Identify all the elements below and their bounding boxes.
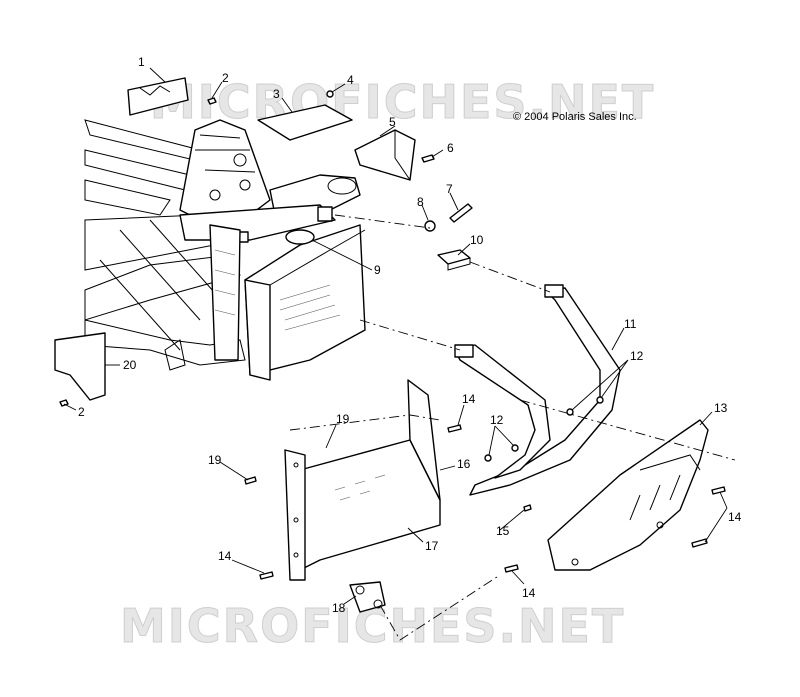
callout-14c: 14	[522, 586, 536, 600]
callout-4: 4	[347, 73, 354, 87]
callout-10: 10	[470, 233, 484, 247]
callout-20: 20	[123, 358, 137, 372]
callout-13: 13	[714, 401, 728, 415]
part-7-bolt	[449, 203, 473, 223]
callout-14a: 14	[462, 392, 476, 406]
callout-9: 9	[374, 263, 381, 277]
callout-7: 7	[446, 182, 453, 196]
part-1-panel	[127, 77, 189, 116]
callout-11: 11	[624, 317, 637, 331]
part-11-bumper	[454, 284, 621, 496]
part-14-screw-d	[691, 538, 708, 548]
callout-labels: 1 2 3 4 5 6 7 8 9 10 11 12 12 13 14 14 1…	[78, 55, 742, 615]
part-19-fastener	[244, 476, 257, 485]
radiator-assembly	[244, 224, 366, 381]
callout-14d: 14	[728, 510, 742, 524]
part-8-nut	[424, 220, 436, 232]
part-6-pin	[421, 154, 435, 163]
part-17-lower-shield	[284, 379, 441, 581]
assembly-lines	[289, 214, 736, 641]
callout-15: 15	[496, 524, 510, 538]
part-15-bolt	[523, 504, 532, 512]
part-12-washer-a	[484, 454, 492, 462]
callout-19a: 19	[336, 412, 350, 426]
part-2-rivet	[207, 97, 217, 105]
part-10-clamp	[437, 249, 471, 265]
callout-17: 17	[425, 539, 439, 553]
copyright-text: © 2004 Polaris Sales Inc.	[513, 111, 637, 123]
part-13-skid-plate	[547, 419, 709, 571]
callout-18: 18	[332, 601, 346, 615]
leader-lines	[63, 67, 728, 605]
callout-8: 8	[417, 195, 424, 209]
callout-2: 2	[222, 71, 229, 85]
part-4-screw	[326, 90, 334, 98]
part-12-washer-b	[511, 444, 519, 452]
callout-12a: 12	[630, 349, 644, 363]
part-18-link	[349, 581, 386, 613]
watermark-top: MICROFICHES.NET	[150, 75, 655, 129]
callout-19b: 19	[208, 453, 222, 467]
part-3-sheet	[257, 104, 353, 141]
part-20-side-panel	[54, 332, 106, 401]
callout-12b: 12	[490, 413, 504, 427]
chassis-frame	[84, 119, 361, 371]
part-14-screw-a	[447, 424, 462, 433]
part-5-bracket	[354, 129, 416, 181]
callout-2b: 2	[78, 405, 85, 419]
part-14-screw-b	[259, 571, 274, 580]
callout-1: 1	[138, 55, 145, 69]
callout-14b: 14	[218, 549, 232, 563]
callout-6: 6	[447, 141, 454, 155]
part-14-screw-e	[711, 486, 726, 495]
callout-3: 3	[273, 87, 280, 101]
callout-16: 16	[457, 457, 471, 471]
part-14-screw-c	[504, 564, 519, 573]
callout-5: 5	[389, 115, 396, 129]
